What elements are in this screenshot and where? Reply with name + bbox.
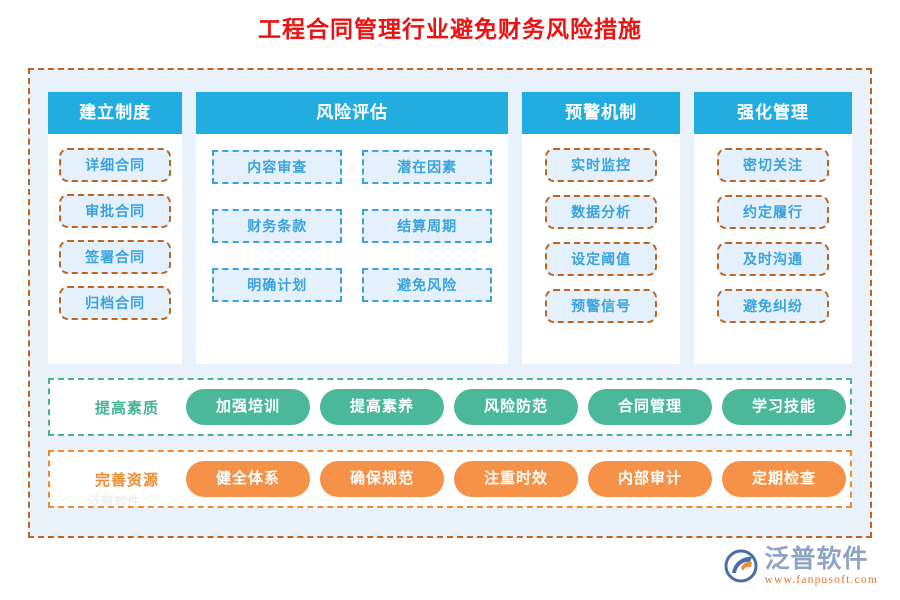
column-card-2: 风险评估 内容审查 潜在因素 财务条款 结算周期 明确计划 避免风险 泛普软件	[88, 92, 509, 509]
pill-item[interactable]: 注重时效	[454, 461, 578, 497]
column-card-4: 强化管理 密切关注 约定履行 及时沟通 避免纠纷	[694, 92, 852, 364]
column-body-4: 密切关注 约定履行 及时沟通 避免纠纷	[694, 134, 852, 364]
chip-item[interactable]: 避免风险	[362, 268, 493, 302]
bar-green: 提高素质 加强培训 提高素养 风险防范 合同管理 学习技能	[48, 378, 852, 436]
logo-url: www.fanpusoft.com	[764, 573, 878, 586]
chip-item[interactable]: 数据分析	[545, 195, 658, 229]
chip-item[interactable]: 详细合同	[59, 148, 172, 182]
bar-green-pills: 加强培训 提高素养 风险防范 合同管理 学习技能	[186, 389, 846, 425]
chip-item[interactable]: 设定阈值	[545, 242, 658, 276]
page-title: 工程合同管理行业避免财务风险措施	[258, 16, 642, 42]
chip-item[interactable]: 签署合同	[59, 240, 172, 274]
pill-item[interactable]: 健全体系	[186, 461, 310, 497]
pill-item[interactable]: 提高素养	[320, 389, 444, 425]
column-card-3: 预警机制 实时监控 数据分析 设定阈值 预警信号	[522, 92, 681, 364]
chip-item[interactable]: 及时沟通	[717, 242, 830, 276]
pill-item[interactable]: 学习技能	[722, 389, 846, 425]
chip-item[interactable]: 潜在因素	[362, 150, 493, 184]
pill-item[interactable]: 合同管理	[588, 389, 712, 425]
columns-region: 建立制度 详细合同 审批合同 签署合同 归档合同 风险评估 内容审查 潜在因	[48, 92, 852, 509]
item-list-4: 密切关注 约定履行 及时沟通 避免纠纷	[704, 148, 842, 323]
chip-item[interactable]: 避免纠纷	[717, 289, 830, 323]
chip-item[interactable]: 预警信号	[545, 289, 658, 323]
column-header-4: 强化管理	[694, 92, 852, 134]
logo-text-block: 泛普软件 www.fanpusoft.com	[764, 544, 878, 587]
pill-item[interactable]: 风险防范	[454, 389, 578, 425]
column-body-1: 详细合同 审批合同 签署合同 归档合同	[48, 134, 182, 364]
chip-item[interactable]: 结算周期	[362, 209, 493, 243]
column-body-2: 内容审查 潜在因素 财务条款 结算周期 明确计划 避免风险	[196, 134, 508, 364]
chip-item[interactable]: 归档合同	[59, 286, 172, 320]
pill-item[interactable]: 确保规范	[320, 461, 444, 497]
bar-green-label: 提高素质	[94, 399, 159, 417]
fanpu-logo-icon	[724, 549, 758, 583]
item-list-3: 实时监控 数据分析 设定阈值 预警信号	[532, 148, 670, 323]
pill-item[interactable]: 内部审计	[588, 461, 712, 497]
bar-orange-label: 完善资源	[94, 471, 159, 489]
pill-item[interactable]: 定期检查	[722, 461, 846, 497]
bar-orange-pills: 健全体系 确保规范 注重时效 内部审计 定期检查	[186, 461, 846, 497]
chip-item[interactable]: 审批合同	[59, 194, 172, 228]
column-card-1: 建立制度 详细合同 审批合同 签署合同 归档合同	[48, 92, 183, 364]
column-header-3: 预警机制	[522, 92, 681, 134]
logo-name: 泛普软件	[764, 544, 869, 573]
chip-item[interactable]: 实时监控	[545, 148, 658, 182]
column-body-3: 实时监控 数据分析 设定阈值 预警信号	[522, 134, 680, 364]
chip-item[interactable]: 明确计划	[212, 268, 343, 302]
chip-item[interactable]: 密切关注	[717, 148, 830, 182]
column-header-1: 建立制度	[48, 92, 183, 134]
diagram-frame: 建立制度 详细合同 审批合同 签署合同 归档合同 风险评估 内容审查 潜在因	[28, 68, 872, 538]
chip-item[interactable]: 约定履行	[717, 195, 830, 229]
brand-logo: 泛普软件 www.fanpusoft.com	[724, 544, 878, 587]
chip-item[interactable]: 内容审查	[212, 150, 343, 184]
column-header-2: 风险评估	[196, 92, 509, 134]
item-list-1: 详细合同 审批合同 签署合同 归档合同	[58, 148, 172, 320]
item-grid-2: 内容审查 潜在因素 财务条款 结算周期 明确计划 避免风险	[206, 148, 498, 302]
pill-item[interactable]: 加强培训	[186, 389, 310, 425]
bar-orange: 完善资源 健全体系 确保规范 注重时效 内部审计 定期检查	[48, 450, 852, 508]
chip-item[interactable]: 财务条款	[212, 209, 343, 243]
